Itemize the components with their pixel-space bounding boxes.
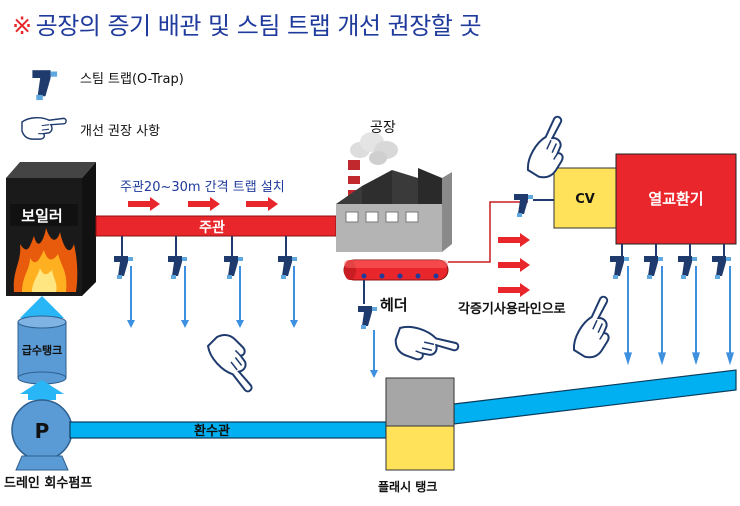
drain-pump-label: 드레인 회수펌프: [4, 476, 93, 491]
title-mark: ※: [12, 12, 32, 40]
cv-box: [553, 167, 617, 229]
legend-trap-icon: [32, 70, 58, 101]
legend-steam-trap-label: 스팀 트랩(O-Trap): [80, 72, 184, 87]
flash-tank-label: 플래시 탱크: [378, 480, 438, 494]
boiler-label: 보일러: [21, 207, 62, 225]
cv-label: CV: [575, 192, 595, 207]
cv-trap: [514, 194, 554, 217]
to-lines-label: 각증기사용라인으로: [458, 302, 566, 317]
feed-tank: [17, 296, 67, 400]
steam-trap-icon: [644, 256, 663, 279]
title-text: 공장의 증기 배관 및 스팀 트랩 개선 권장할 곳: [35, 12, 482, 40]
boiler: [6, 162, 96, 296]
improvement-hand-icon: [390, 321, 461, 373]
legend-improvement-label: 개선 권장 사항: [80, 124, 161, 139]
pump-icon: [11, 399, 73, 471]
heat-exchanger-box: [615, 153, 737, 245]
main-pipe-label: 주관: [199, 219, 225, 236]
header-trap: [358, 280, 378, 378]
main-pipe-traps: [114, 236, 299, 329]
trap-install-note: 주관20~30m 간격 트랩 설치: [120, 180, 285, 195]
header-label: 헤더: [380, 296, 408, 314]
pump-symbol: P: [35, 419, 50, 443]
distribution-arrows: [498, 233, 530, 297]
improvement-hand-icon: [202, 328, 270, 395]
steam-trap-icon: [514, 194, 533, 217]
heat-exchanger-label: 열교환기: [648, 190, 703, 208]
steam-trap-icon: [610, 256, 629, 279]
flow-arrows-main: [128, 197, 278, 211]
improvement-hand-icon: [567, 293, 628, 364]
page-title: ※공장의 증기 배관 및 스팀 트랩 개선 권장할 곳: [12, 6, 482, 41]
factory-icon: [336, 132, 452, 252]
fire-icon: [13, 228, 78, 292]
supply-line: [448, 201, 528, 263]
header-vessel: [343, 259, 449, 281]
flash-tank: [385, 377, 455, 471]
heat-exchanger-traps: [610, 244, 736, 367]
legend-hand-icon: [21, 116, 67, 140]
return-pipe-label: 환수관: [194, 423, 230, 439]
steam-trap-icon: [712, 256, 731, 279]
return-pipe-upper: [453, 369, 737, 425]
steam-trap-icon: [358, 306, 377, 329]
steam-trap-icon: [678, 256, 697, 279]
feed-tank-label: 급수탱크: [22, 343, 62, 357]
factory-label: 공장: [370, 120, 396, 136]
